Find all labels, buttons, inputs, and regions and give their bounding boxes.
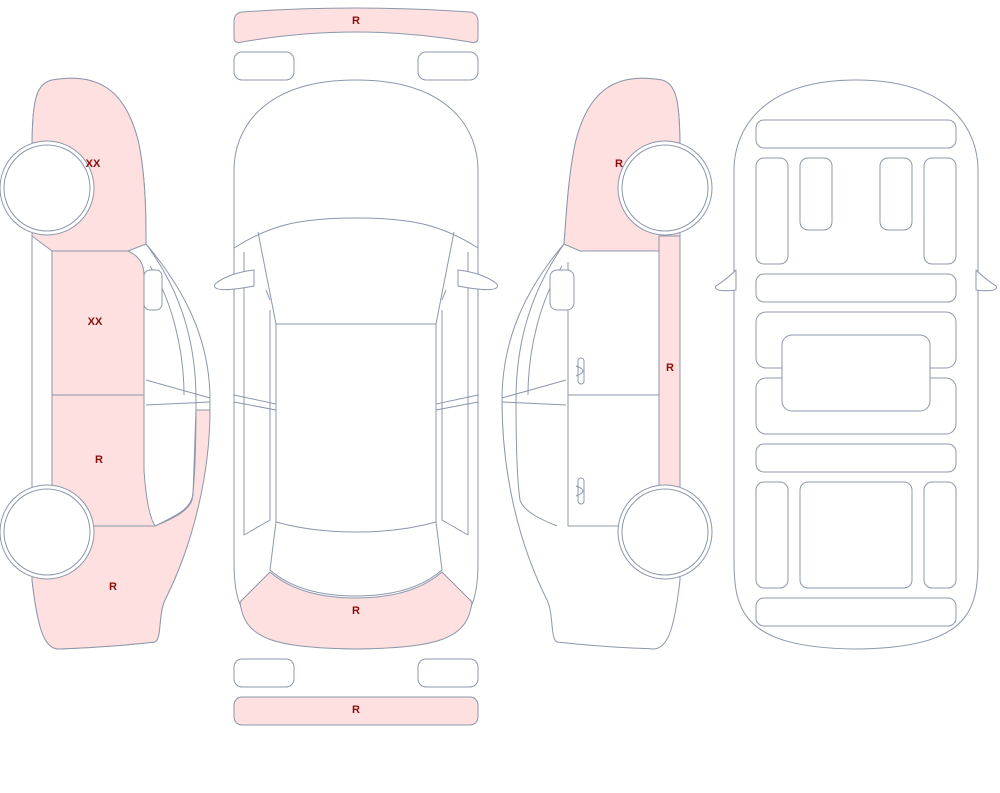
rear-bumper-panel[interactable]: [233, 696, 479, 726]
rear-cargo-panel: [755, 597, 957, 627]
front-right-headlight: [417, 51, 479, 81]
windshield-outline: [233, 217, 479, 249]
left-roof-rail: [243, 252, 271, 536]
rear-trunk-label: R: [352, 605, 360, 617]
front-bumper-label: R: [352, 15, 360, 27]
top-left-mirror: [214, 269, 255, 291]
left-rear-door-trim: [755, 481, 789, 589]
passenger-seat-console: [879, 157, 913, 231]
left-b-pillar: [145, 379, 211, 406]
cargo-floor-panel: [799, 481, 913, 589]
roof-panel: [275, 323, 437, 533]
rear-seats-crossbar: [755, 443, 957, 473]
top-view: R R R: [214, 7, 498, 726]
rear-left-taillight: [233, 658, 295, 688]
front-seats-crossbar: [755, 273, 957, 303]
b-pillar-top: [233, 394, 479, 411]
left-side-mirror: [143, 269, 163, 311]
right-side-mirror: [549, 269, 575, 311]
underside-right-mirror: [975, 269, 998, 292]
top-right-mirror: [457, 269, 498, 291]
center-console-panel: [781, 334, 931, 412]
a-pillars: [257, 231, 455, 325]
right-front-fender-label: R: [615, 158, 623, 170]
right-b-pillar: [501, 379, 567, 406]
right-rear-door-handle: [577, 477, 585, 505]
right-roof-rail: [441, 252, 469, 536]
left-front-door-panel[interactable]: [51, 250, 145, 396]
left-side-window-line: [145, 243, 197, 527]
dashboard-panel: [755, 119, 957, 149]
right-front-door-trim: [923, 157, 957, 265]
left-rear-door-label: R: [95, 454, 103, 466]
left-front-door-label: XX: [88, 316, 103, 328]
right-rear-door-handle-cap: [575, 485, 584, 497]
left-front-fender-label: XX: [86, 158, 101, 170]
right-rocker-label: R: [666, 362, 674, 374]
rear-bumper-label: R: [352, 704, 360, 716]
driver-seat-console: [799, 157, 833, 231]
underside-left-mirror: [714, 269, 737, 292]
front-left-headlight: [233, 51, 295, 81]
left-rear-wheel: [3, 488, 91, 576]
underside-view: [714, 79, 998, 650]
left-front-wheel: [3, 144, 91, 232]
right-front-door-handle: [577, 357, 585, 385]
right-side-window-line: [515, 243, 565, 527]
right-rear-door-trim: [923, 481, 957, 589]
left-side-view: XX XX R R: [0, 77, 211, 650]
left-front-door-trim: [755, 157, 789, 265]
right-front-door-handle-cap: [575, 365, 584, 377]
rear-trunk-panel[interactable]: [239, 571, 473, 650]
right-front-door-line: [567, 250, 659, 527]
right-rear-wheel: [621, 488, 709, 576]
right-front-wheel: [621, 144, 709, 232]
rear-right-taillight: [417, 658, 479, 688]
rear-window-outline: [269, 521, 443, 597]
front-bumper-panel[interactable]: [233, 7, 479, 43]
left-rear-quarter-label: R: [109, 581, 117, 593]
right-side-view: R R: [501, 77, 713, 650]
